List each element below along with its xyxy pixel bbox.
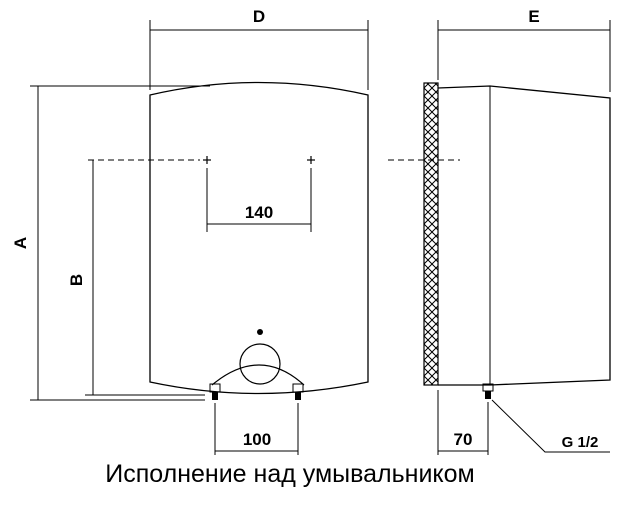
dim-100: [214, 403, 299, 455]
label-d: D: [253, 7, 265, 26]
mount-point-right: [307, 156, 315, 164]
dim-d: [149, 20, 369, 90]
heater-body-front: [149, 81, 369, 395]
dim-e: [437, 20, 611, 92]
label-70: 70: [454, 430, 473, 449]
label-100: 100: [243, 430, 271, 449]
dim-70: [437, 390, 489, 455]
side-view: E 70 G 1/2: [388, 7, 611, 455]
indicator-dot: [257, 329, 263, 335]
wall-hatch: [423, 82, 439, 386]
front-view: D A B 140 100: [11, 7, 369, 455]
heater-body-side: [437, 85, 611, 386]
thread-leader: [491, 399, 610, 453]
bottom-panel: [211, 364, 305, 386]
label-a: A: [11, 237, 30, 249]
label-thread: G 1/2: [562, 434, 599, 451]
mount-point-left: [203, 156, 211, 164]
dim-b: [85, 160, 205, 396]
caption: Исполнение над умывальником: [105, 460, 475, 488]
dim-a: [30, 85, 210, 401]
dim-140: [206, 168, 312, 232]
label-b: B: [67, 274, 86, 286]
pipe-side: [482, 383, 494, 399]
label-140: 140: [245, 203, 273, 222]
label-e: E: [528, 7, 539, 26]
pipe-right: [292, 383, 304, 400]
control-knob: [239, 343, 281, 385]
pipe-left: [209, 383, 221, 400]
